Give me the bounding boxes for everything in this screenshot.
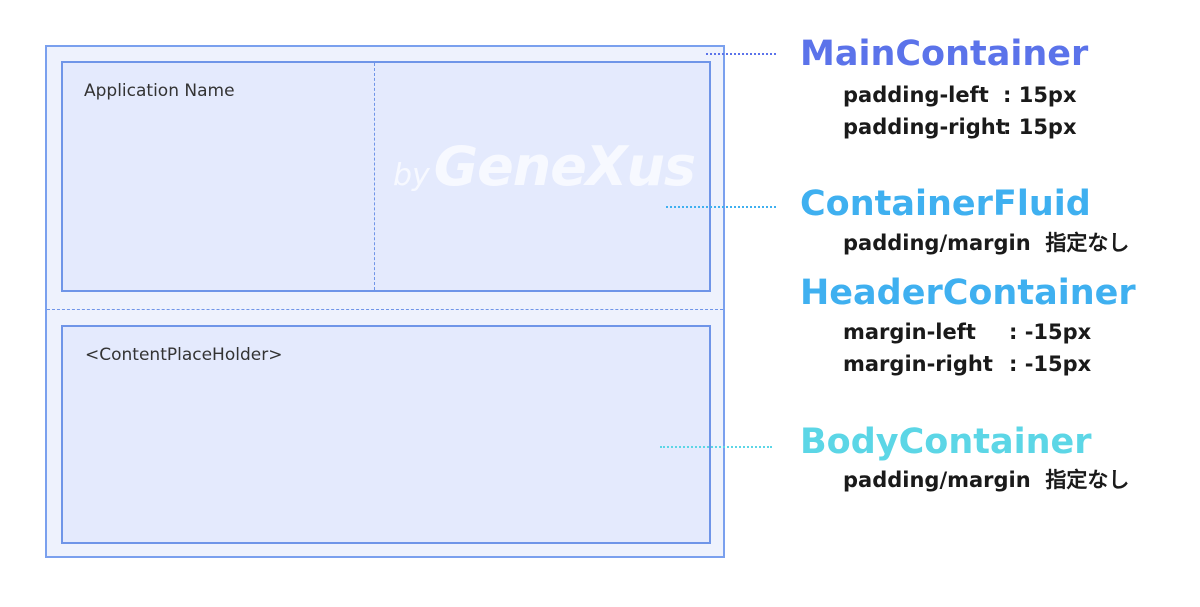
watermark-brand-text: GeneXus [433,135,696,198]
container-fluid-note: padding/margin 指定なし [843,231,1130,255]
watermark-by-text: by [393,158,430,193]
prop-key: margin-left [843,320,976,344]
leader-main-container [706,53,776,55]
section-divider [47,309,723,310]
container-fluid-title: ContainerFluid [800,184,1091,224]
body-container-title: BodyContainer [800,422,1092,462]
prop-key: margin-right [843,352,993,376]
header-container-title: HeaderContainer [800,273,1136,313]
body-container-note: padding/margin 指定なし [843,468,1130,492]
main-container-title: MainContainer [800,34,1089,74]
main-container-prop-padding-right: padding-right: 15px [843,117,1077,138]
header-container-prop-margin-right: margin-right : -15px [843,354,1091,375]
application-name-label: Application Name [84,81,235,101]
prop-value: : -15px [1009,352,1092,376]
prop-value: : 15px [1003,115,1077,139]
leader-container-fluid [666,206,776,208]
main-container-prop-padding-left: padding-left : 15px [843,85,1077,106]
prop-key: padding-right [843,115,1006,139]
prop-value: : 15px [1003,83,1077,107]
header-split-divider [374,63,375,290]
prop-key: padding-left [843,83,989,107]
body-container-box: <ContentPlaceHolder> [61,325,711,544]
content-placeholder-label: <ContentPlaceHolder> [85,345,283,365]
leader-body-container [660,446,772,448]
header-container-prop-margin-left: margin-left : -15px [843,322,1091,343]
prop-value: : -15px [1009,320,1092,344]
header-container-box: Application Name byGeneXus [61,61,711,292]
genexus-watermark: byGeneXus [393,135,696,198]
